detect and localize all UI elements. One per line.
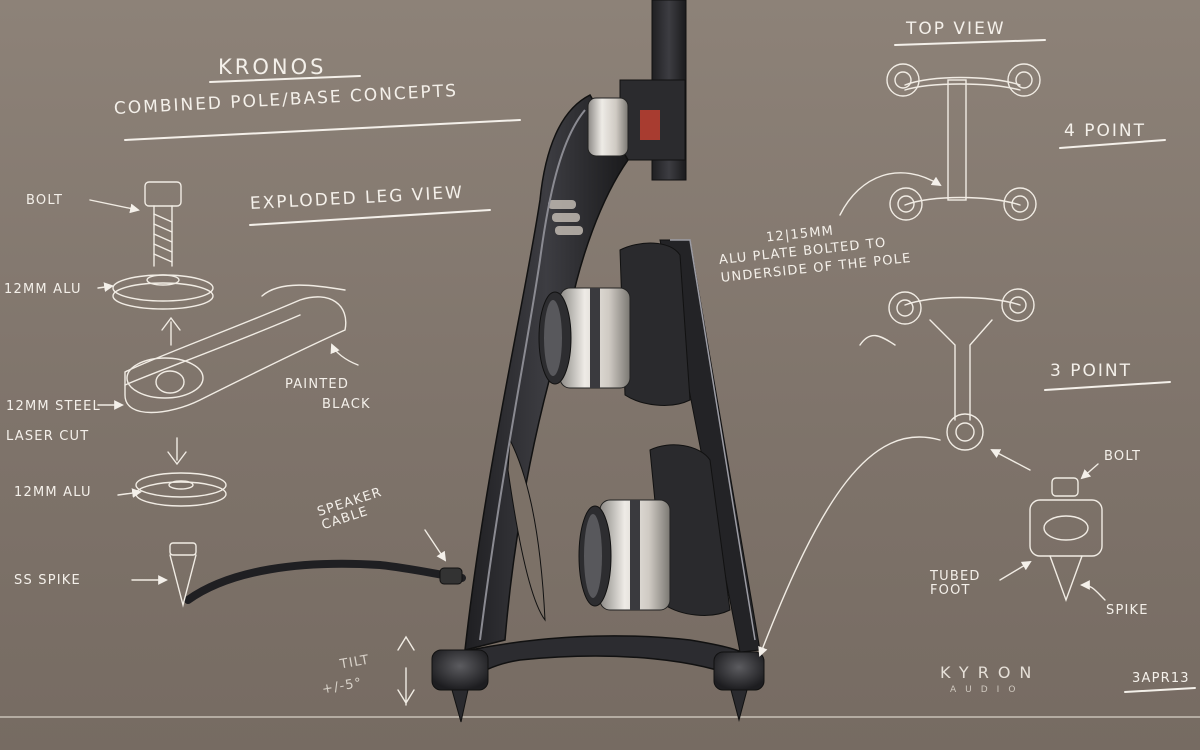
upper-driver [538, 242, 691, 406]
label-steel: 12mm steel [6, 399, 101, 414]
label-painted: Painted [285, 377, 350, 392]
lower-driver [578, 444, 731, 616]
label-black: black [322, 397, 371, 412]
label-spike: SS spike [14, 573, 81, 588]
label-four-point: 4 point [1064, 121, 1146, 141]
label-alu-top: 12mm ALU [4, 282, 82, 297]
brand-tag: AUDIO [950, 685, 1025, 695]
label-foot-spike: Spike [1106, 603, 1149, 618]
label-alu-bottom: 12mm ALU [14, 485, 92, 500]
label-three-point: 3 point [1050, 361, 1132, 381]
brand-name: KYRON [940, 663, 1041, 682]
stand-feet [431, 649, 765, 723]
label-foot-bolt: Bolt [1104, 449, 1142, 464]
top-view-heading: Top view [906, 19, 1006, 39]
sketch-date: 3APR13 [1132, 671, 1190, 686]
label-bolt: Bolt [26, 193, 64, 208]
speaker-cable-line [184, 559, 466, 604]
label-tubed-foot: Tubed foot [930, 569, 981, 599]
label-laser-cut: laser cut [6, 429, 90, 444]
title: Kronos [218, 55, 327, 79]
